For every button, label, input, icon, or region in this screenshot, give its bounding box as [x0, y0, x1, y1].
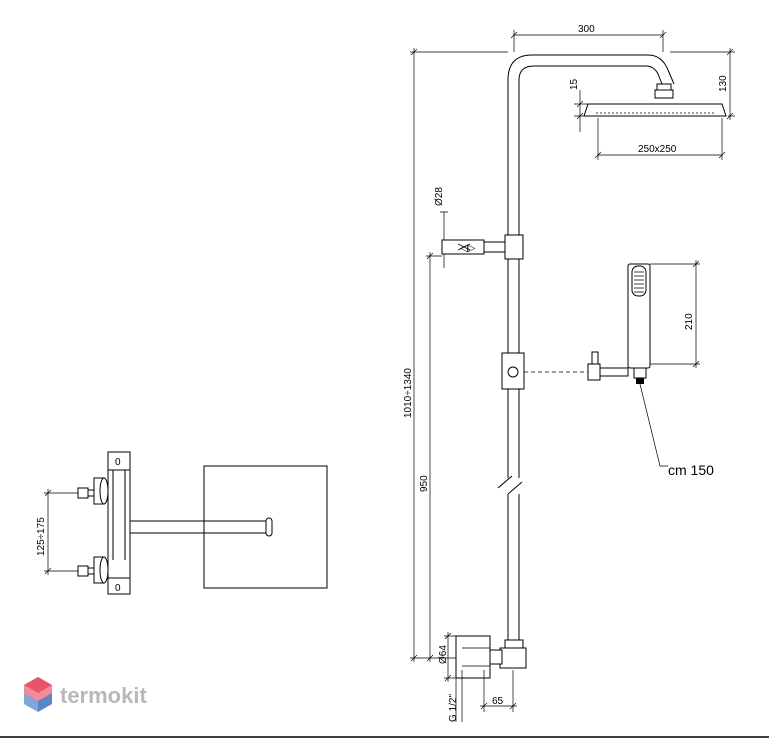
- arm-width-dimension: 300: [578, 24, 595, 35]
- total-height-dimension: 1010÷1340: [403, 368, 414, 418]
- hand-shower: [627, 263, 651, 384]
- base-diameter-dimension: Ø64: [438, 645, 449, 664]
- head-drop-dimension: 130: [718, 75, 729, 92]
- mixer-bottom-knob: [107, 577, 131, 595]
- wall-elbow: [455, 635, 527, 679]
- lower-height-dimension: 950: [419, 475, 430, 492]
- outlet-pipe: [118, 520, 270, 534]
- break-mark: [497, 475, 523, 495]
- hand-shower-length-dimension: 210: [684, 313, 695, 330]
- mixer-top-label: 0: [115, 457, 121, 468]
- hose-leader: [639, 383, 668, 467]
- brand-watermark: termokit: [60, 683, 147, 708]
- head-size-dimension: 250x250: [638, 144, 677, 155]
- valve-spacing-dimension: 125÷175: [36, 517, 47, 556]
- outlet-pipe-end: [265, 517, 273, 537]
- mixer-top-knob: [107, 451, 131, 471]
- inlet-offset-dimension: 65: [492, 696, 504, 707]
- mixer-body: [107, 451, 131, 579]
- mixer-front-view: 0 0 125÷175: [36, 451, 328, 595]
- shower-arm: [507, 54, 675, 85]
- wall-plate: [203, 465, 328, 589]
- shower-head: [583, 103, 727, 117]
- mixer-bottom-label: 0: [115, 583, 121, 594]
- head-thickness-dimension: 15: [569, 78, 580, 90]
- svg-text:◁▷: ◁▷: [460, 243, 476, 254]
- upper-clamp: [504, 234, 524, 260]
- hose-length-label: cm 150: [668, 462, 714, 478]
- termokit-logo: [24, 677, 52, 712]
- riser-pipe: [507, 80, 520, 640]
- shower-column-side-view: 300 130 15 250x250 ◁▷ Ø28: [403, 24, 735, 722]
- clamp-diameter-dimension: Ø28: [434, 187, 445, 206]
- inlet-thread-label: G 1/2": [448, 694, 459, 722]
